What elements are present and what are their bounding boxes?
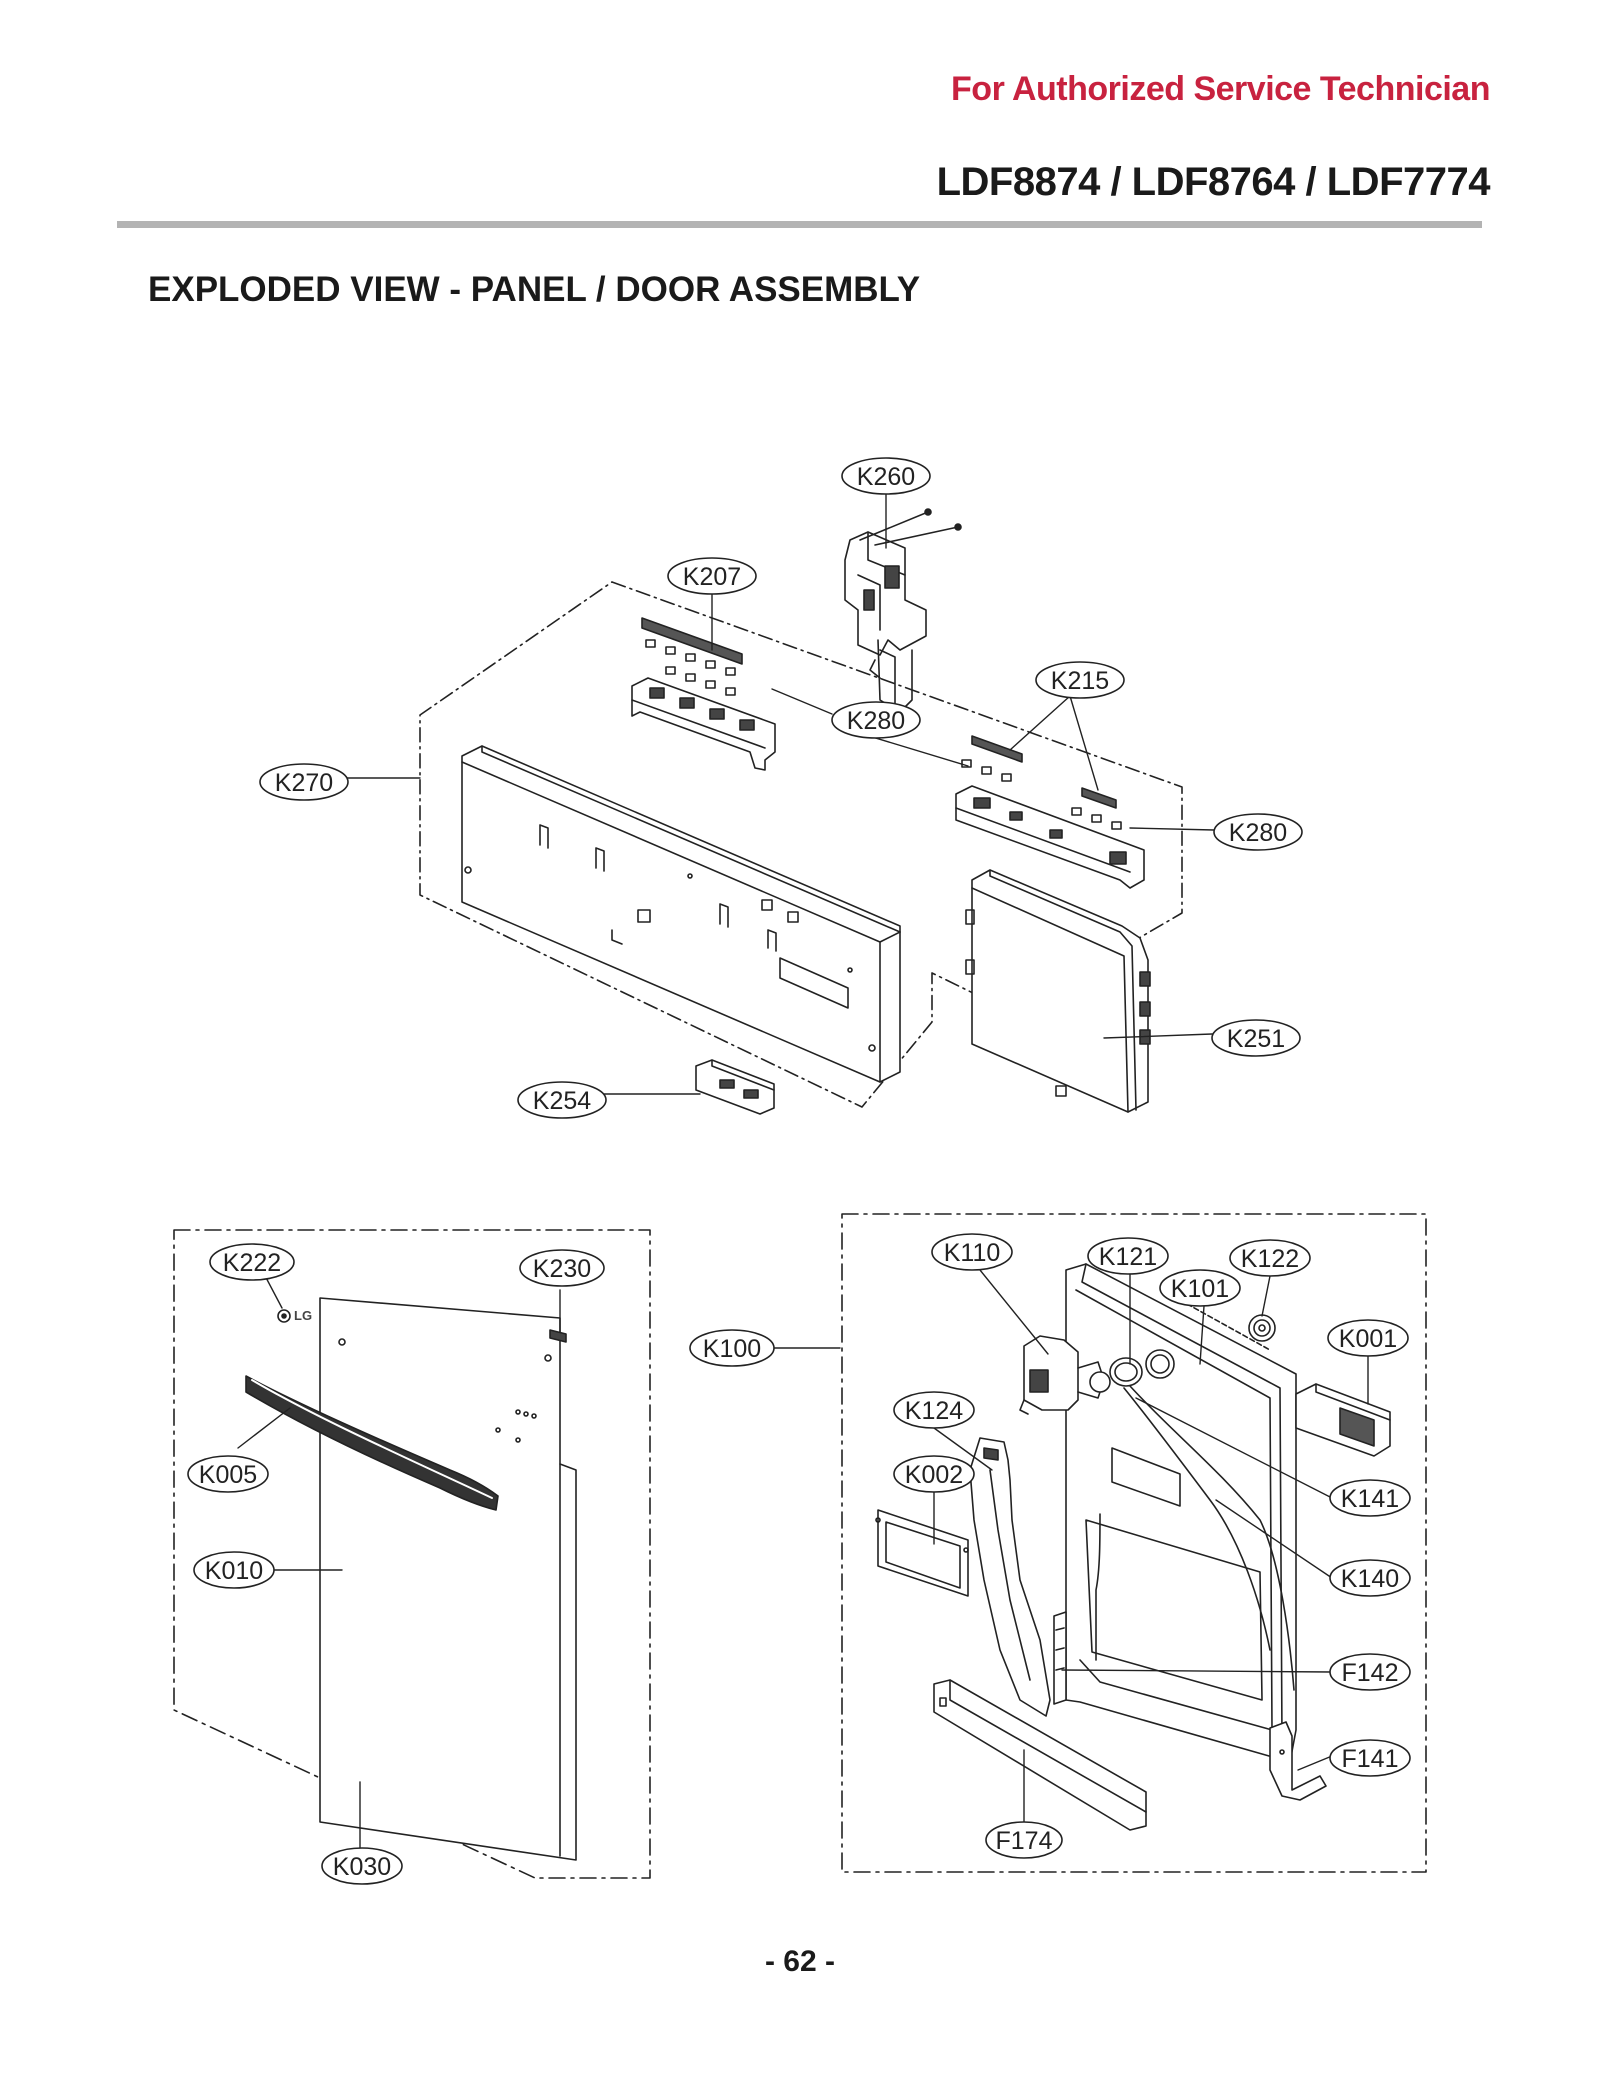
label-f174-text: F174 (996, 1827, 1053, 1855)
label-k010: K010 (193, 1551, 275, 1589)
label-k122-text: K122 (1241, 1245, 1299, 1273)
label-k251: K251 (1211, 1019, 1301, 1057)
label-k251-text: K251 (1227, 1025, 1285, 1053)
label-k280-upper-text: K280 (847, 707, 905, 735)
model-numbers: LDF8874 / LDF8764 / LDF7774 (936, 160, 1491, 204)
label-k207-text: K207 (683, 563, 741, 591)
panel-group-boundary (419, 581, 1183, 1108)
label-k215: K215 (1035, 661, 1125, 699)
label-k230-text: K230 (533, 1255, 591, 1283)
label-k121: K121 (1087, 1237, 1169, 1275)
label-k140: K140 (1329, 1559, 1411, 1597)
label-k254-text: K254 (533, 1087, 591, 1115)
k002-plate (875, 1509, 969, 1597)
label-k222: K222 (209, 1243, 295, 1281)
k124-duct (969, 1437, 1051, 1717)
k110-dispenser (1019, 1335, 1111, 1415)
f174-rail (933, 1679, 1147, 1831)
header-divider (117, 221, 1482, 228)
k251-cover (965, 869, 1151, 1113)
label-f142-text: F142 (1342, 1659, 1399, 1687)
k260-part (844, 508, 962, 713)
label-k141: K141 (1329, 1479, 1411, 1517)
k222-logo-badge (277, 1309, 291, 1323)
k280-board-right (955, 785, 1145, 889)
k254-bracket (695, 1059, 775, 1115)
label-k100: K100 (689, 1329, 775, 1367)
label-k270: K270 (259, 763, 349, 801)
k121-ring (1109, 1357, 1295, 1691)
label-k260: K260 (841, 457, 931, 495)
label-k005: K005 (187, 1455, 269, 1493)
label-k254: K254 (517, 1081, 607, 1119)
authorized-technician-note: For Authorized Service Technician (951, 70, 1490, 108)
label-k001-text: K001 (1339, 1325, 1397, 1353)
label-k121-text: K121 (1099, 1243, 1157, 1271)
label-k001: K001 (1327, 1319, 1409, 1357)
f141-hinge (1269, 1721, 1327, 1801)
k122-cap (1248, 1314, 1276, 1342)
label-f174: F174 (985, 1821, 1063, 1859)
page-title: EXPLODED VIEW - PANEL / DOOR ASSEMBLY (148, 270, 921, 309)
label-k101: K101 (1159, 1269, 1241, 1307)
label-k010-text: K010 (205, 1557, 263, 1585)
k005-handle (245, 1375, 499, 1511)
label-k260-text: K260 (857, 463, 915, 491)
label-k122: K122 (1229, 1239, 1311, 1277)
label-k280-right: K280 (1213, 813, 1303, 851)
label-k110-text: K110 (944, 1239, 1001, 1267)
label-k270-text: K270 (275, 769, 333, 797)
label-k030-text: K030 (333, 1853, 391, 1881)
k207-keypad (641, 617, 743, 696)
k230-clip (549, 1329, 567, 1343)
label-k280-right-text: K280 (1229, 819, 1287, 847)
lg-logo-text: LG (294, 1308, 312, 1323)
k010-outer-door (319, 1297, 577, 1861)
label-k005-text: K005 (199, 1461, 257, 1489)
leader-lines (237, 492, 1369, 1849)
k215-keypads (961, 735, 1122, 830)
label-k110: K110 (931, 1233, 1013, 1271)
label-k207: K207 (667, 557, 757, 595)
k001-module (1295, 1383, 1391, 1457)
callout-labels: K260 K207 K215 K280 K270 K280 K251 K254 (187, 457, 1411, 1885)
label-k002: K002 (893, 1455, 975, 1493)
k270-control-panel (461, 745, 901, 1083)
label-f142: F142 (1329, 1653, 1411, 1691)
label-k141-text: K141 (1341, 1485, 1399, 1513)
label-k100-text: K100 (703, 1335, 761, 1363)
label-k124: K124 (893, 1391, 975, 1429)
outer-door-group-boundary (173, 1229, 651, 1879)
label-k215-text: K215 (1051, 667, 1109, 695)
f142-hinge-plate (1053, 1611, 1067, 1705)
label-k222-text: K222 (223, 1249, 281, 1277)
label-k030: K030 (321, 1847, 403, 1885)
page-number: - 62 - (764, 1945, 836, 1978)
label-k101-text: K101 (1171, 1275, 1229, 1303)
label-f141-text: F141 (1342, 1745, 1399, 1773)
label-k140-text: K140 (1341, 1565, 1399, 1593)
inner-door-group-boundary (841, 1213, 1427, 1873)
label-k280-upper: K280 (831, 701, 921, 739)
k280-board-left (631, 677, 776, 771)
label-k124-text: K124 (905, 1397, 963, 1425)
label-k230: K230 (519, 1249, 605, 1287)
label-f141: F141 (1329, 1739, 1411, 1777)
label-k002-text: K002 (905, 1461, 963, 1489)
